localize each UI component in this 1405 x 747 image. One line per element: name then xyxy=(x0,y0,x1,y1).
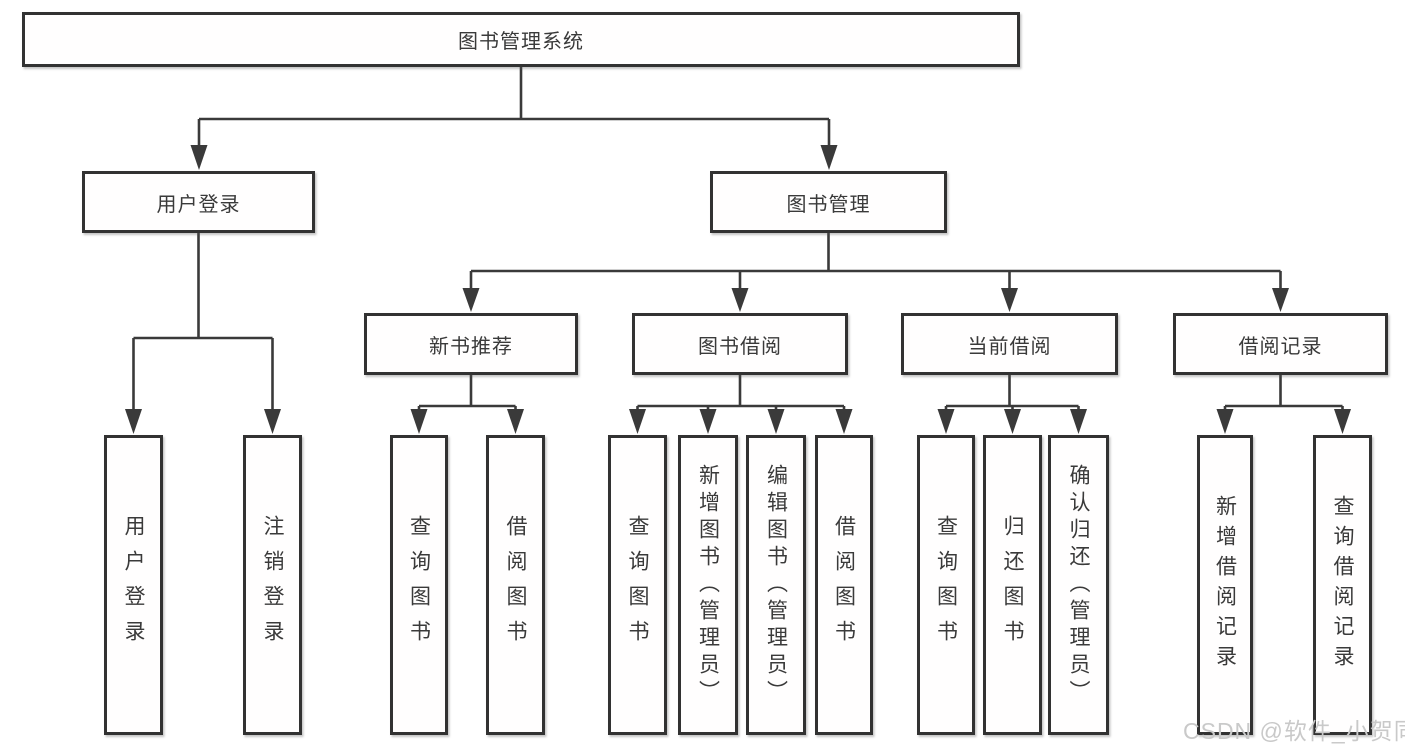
leaf-borrow-books-recommend: 借阅图书 xyxy=(486,435,545,735)
watermark-text: CSDN @软件_小贺同学 xyxy=(1183,718,1405,744)
node-label: 归还图书 xyxy=(1001,515,1024,655)
node-borrow-records: 借阅记录 xyxy=(1173,313,1388,375)
leaf-query-books-current: 查询图书 xyxy=(917,435,975,735)
node-label: 借阅图书 xyxy=(832,515,856,655)
node-book-borrow: 图书借阅 xyxy=(632,313,848,375)
node-label: 用户登录 xyxy=(156,193,241,216)
node-label: 查询图书 xyxy=(626,515,649,655)
node-new-book-recommend: 新书推荐 xyxy=(364,313,578,375)
leaf-edit-books-admin: 编辑图书（管理员） xyxy=(746,435,806,735)
leaf-add-borrow-record: 新增借阅记录 xyxy=(1197,435,1253,735)
node-user-login-branch: 用户登录 xyxy=(82,171,315,233)
leaf-query-books-borrow: 查询图书 xyxy=(608,435,667,735)
leaf-logout: 注销登录 xyxy=(243,435,302,735)
leaf-confirm-return-admin: 确认归还（管理员） xyxy=(1048,435,1109,735)
node-label: 查询借阅记录 xyxy=(1331,495,1354,675)
node-label: 当前借阅 xyxy=(967,335,1052,358)
node-label: 查询图书 xyxy=(934,515,958,655)
leaf-add-books-admin: 新增图书（管理员） xyxy=(678,435,738,735)
leaf-borrow-books: 借阅图书 xyxy=(815,435,873,735)
leaf-user-login: 用户登录 xyxy=(104,435,163,735)
node-label: 新增借阅记录 xyxy=(1213,495,1237,675)
node-label: 新书推荐 xyxy=(429,335,513,358)
node-current-borrow: 当前借阅 xyxy=(901,313,1118,375)
leaf-query-borrow-record: 查询借阅记录 xyxy=(1313,435,1372,735)
leaf-return-books: 归还图书 xyxy=(983,435,1042,735)
node-root-label: 图书管理系统 xyxy=(458,31,584,53)
node-label: 借阅图书 xyxy=(504,515,527,655)
node-root: 图书管理系统 xyxy=(22,12,1020,67)
node-label: 新增图书（管理员） xyxy=(696,463,720,707)
node-book-management: 图书管理 xyxy=(710,171,947,233)
node-label: 编辑图书（管理员） xyxy=(764,463,788,707)
node-label: 确认归还（管理员） xyxy=(1067,463,1090,707)
node-label: 借阅记录 xyxy=(1238,335,1323,358)
node-label: 用户登录 xyxy=(122,515,145,655)
node-label: 图书借阅 xyxy=(698,335,782,358)
node-label: 注销登录 xyxy=(261,515,284,655)
node-label: 图书管理 xyxy=(786,193,871,216)
leaf-query-books-recommend: 查询图书 xyxy=(390,435,448,735)
node-label: 查询图书 xyxy=(407,515,431,655)
